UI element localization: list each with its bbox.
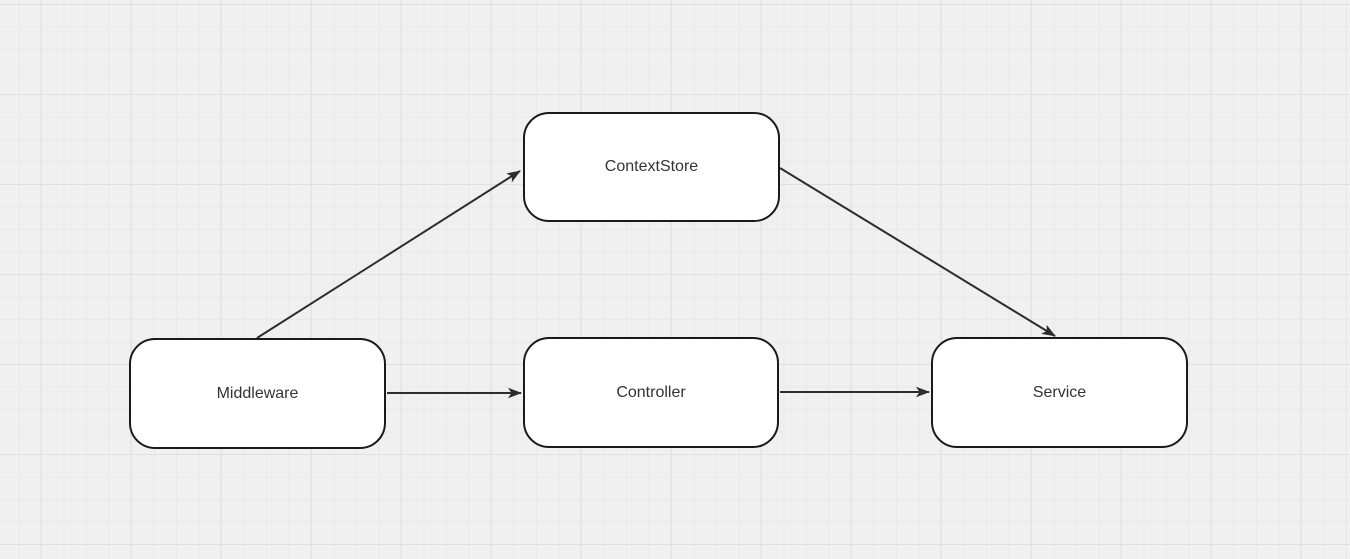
- node-label: Middleware: [216, 384, 299, 402]
- edge-middleware-to-contextstore[interactable]: [256, 170, 521, 339]
- node-controller[interactable]: Controller: [523, 337, 779, 448]
- node-middleware[interactable]: Middleware: [129, 338, 386, 449]
- node-label: ContextStore: [604, 158, 699, 176]
- edge-contextstore-to-service[interactable]: [779, 167, 1056, 337]
- edges-group: [256, 167, 1056, 399]
- node-contextstore[interactable]: ContextStore: [523, 112, 780, 222]
- node-label: Controller: [616, 383, 686, 401]
- node-service[interactable]: Service: [931, 337, 1188, 448]
- node-label: Service: [1032, 383, 1087, 401]
